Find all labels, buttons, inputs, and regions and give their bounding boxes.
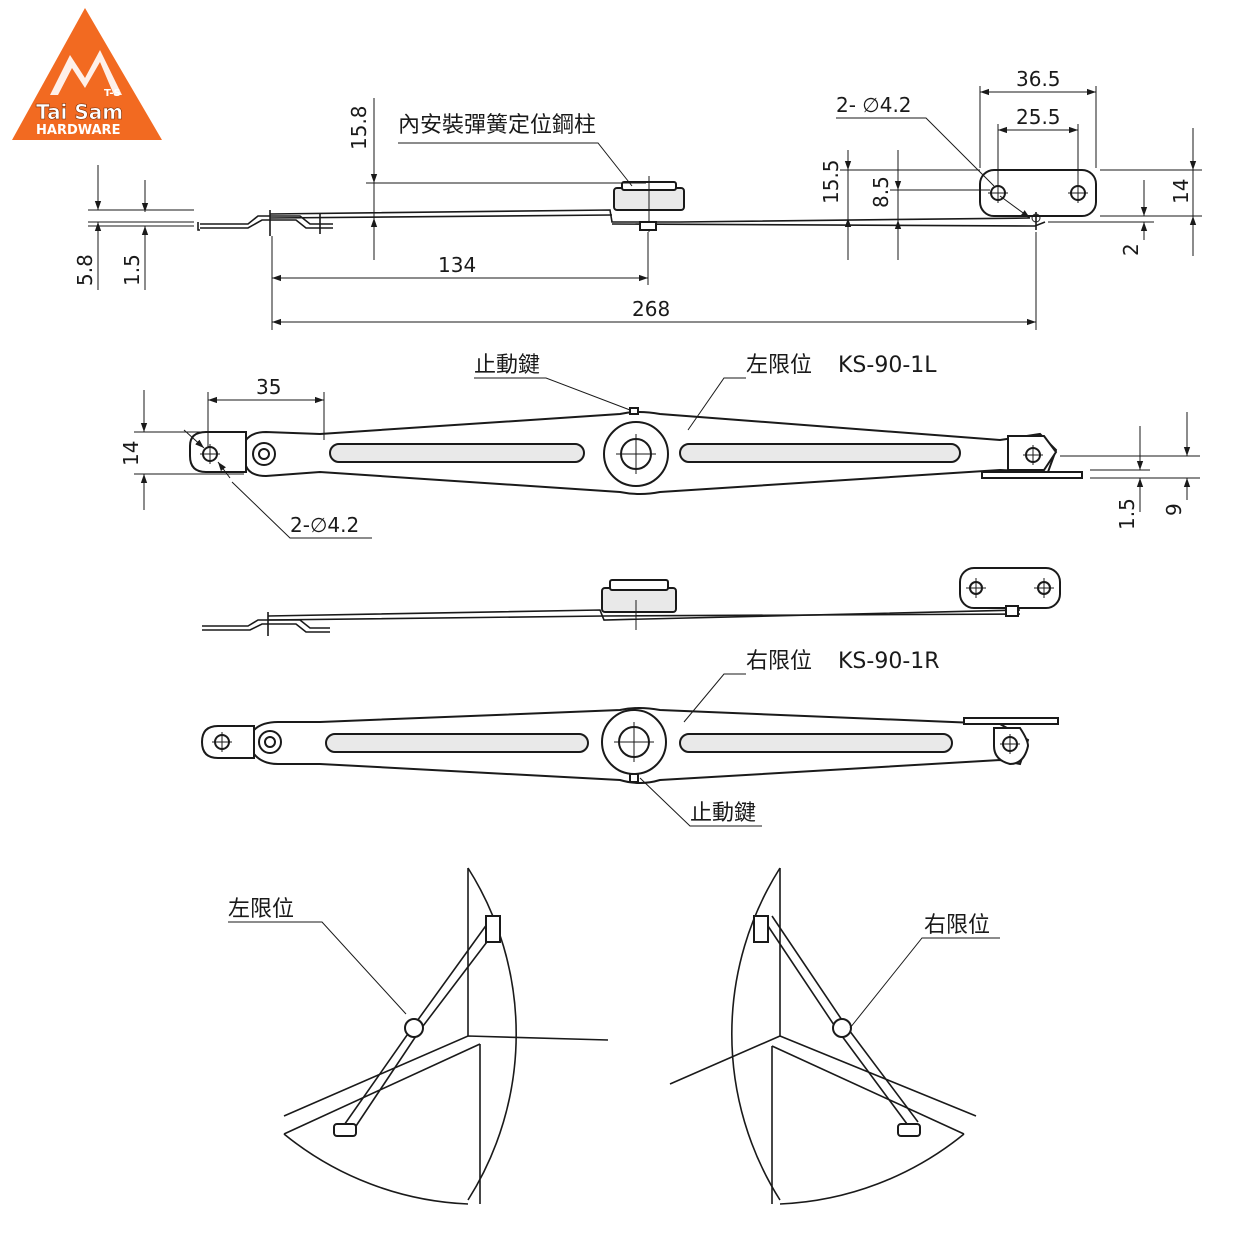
install-right: 右限位 [669, 867, 1000, 1205]
dim-36-5: 36.5 [1016, 67, 1061, 91]
dim-14-left: 14 [119, 441, 143, 466]
install-left-label: 左限位 [228, 897, 294, 922]
dim-1-5-left: 1.5 [1115, 498, 1139, 530]
slot-right [679, 443, 961, 463]
dim-35: 35 [256, 375, 281, 399]
install-left: 左限位 [228, 867, 609, 1205]
dim-9-left: 9 [1162, 503, 1186, 516]
dim-8-5: 8.5 [869, 176, 893, 208]
dim-25-5: 25.5 [1016, 105, 1061, 129]
slot-right-r [679, 733, 953, 753]
left-model-label: KS-90-1L [838, 353, 937, 378]
slot-left-r [325, 733, 589, 753]
side-view: 15.8 內安裝彈簧定位鋼柱 5.8 1.5 134 268 15.5 [73, 67, 1202, 330]
side-view-2 [202, 567, 1061, 636]
right-model-label: KS-90-1R [838, 649, 940, 674]
logo-brand: Tai Sam [36, 100, 123, 124]
dim-1-5: 1.5 [120, 254, 144, 286]
stop-key-label-r: 止動鍵 [690, 801, 756, 826]
dim-15-5: 15.5 [819, 159, 843, 204]
left-limit-label: 左限位 [746, 353, 812, 378]
right-limit-label: 右限位 [746, 649, 812, 674]
hole-callout: 2- ∅4.2 [836, 93, 912, 117]
stop-key-label: 止動鍵 [474, 353, 540, 378]
dim-15-8: 15.8 [347, 105, 371, 150]
right-limit-view: 右限位 KS-90-1R 止動鍵 [200, 649, 1059, 827]
logo-mark: T-S [104, 88, 121, 99]
left-end-bracket [189, 431, 247, 473]
left-limit-view: 止動鍵 左限位 KS-90-1L 35 14 2-∅4.2 1.5 9 [119, 353, 1200, 539]
dim-134: 134 [438, 253, 476, 277]
dim-2: 2 [1119, 243, 1143, 256]
brand-logo: T-S Tai Sam HARDWARE [12, 8, 162, 140]
spring-pin-note: 內安裝彈簧定位鋼柱 [398, 113, 596, 138]
logo-sub: HARDWARE [36, 123, 120, 138]
slot-left [329, 443, 585, 463]
logo-triangle [12, 8, 162, 140]
spring-housing-2 [601, 587, 677, 613]
mount-bracket [979, 169, 1097, 217]
hole-callout-left: 2-∅4.2 [290, 513, 359, 537]
dim-14: 14 [1169, 179, 1193, 204]
dim-5-8: 5.8 [73, 254, 97, 286]
dim-268: 268 [632, 297, 670, 321]
install-right-label: 右限位 [924, 913, 990, 938]
